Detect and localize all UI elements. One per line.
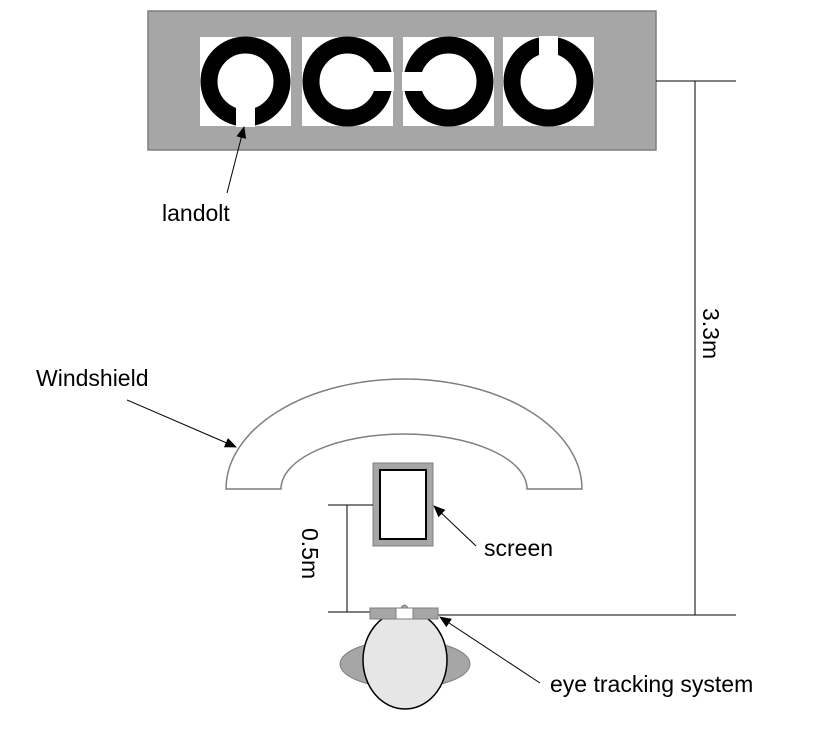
screen-label: screen bbox=[484, 535, 553, 561]
landolt-label: landolt bbox=[162, 200, 230, 226]
landolt-board bbox=[147, 10, 657, 151]
eye-tracking-label: eye tracking system bbox=[550, 671, 753, 697]
landolt-tile-1 bbox=[200, 36, 291, 127]
screen-pointer-arrow bbox=[433, 505, 477, 547]
driver-head bbox=[362, 610, 448, 710]
windshield-label: Windshield bbox=[36, 365, 149, 391]
screen-display bbox=[379, 469, 427, 540]
landolt-pointer-arrow bbox=[226, 126, 247, 194]
far-distance-dimension bbox=[438, 80, 736, 616]
near-distance-dimension bbox=[328, 504, 373, 613]
eye-tracker-camera-bump bbox=[400, 604, 409, 609]
landolt-tile-3 bbox=[402, 36, 494, 127]
landolt-ring-gap bbox=[236, 100, 255, 127]
driver-figure bbox=[339, 610, 471, 710]
eye-tracking-pointer-arrow bbox=[439, 616, 541, 684]
screen-device bbox=[372, 462, 434, 547]
landolt-ring-gap bbox=[402, 72, 430, 91]
windshield-shape bbox=[225, 378, 583, 490]
near-distance-label: 0.5m bbox=[297, 528, 323, 579]
eye-tracker bbox=[369, 604, 439, 620]
landolt-ring-gap bbox=[366, 72, 394, 91]
landolt-tile-2 bbox=[302, 36, 394, 127]
windshield-pointer-arrow bbox=[126, 399, 237, 448]
landolt-ring-gap bbox=[539, 36, 558, 63]
landolt-tile-4 bbox=[503, 36, 594, 127]
eye-tracker-camera bbox=[395, 607, 414, 620]
far-distance-label: 3.3m bbox=[698, 308, 724, 359]
